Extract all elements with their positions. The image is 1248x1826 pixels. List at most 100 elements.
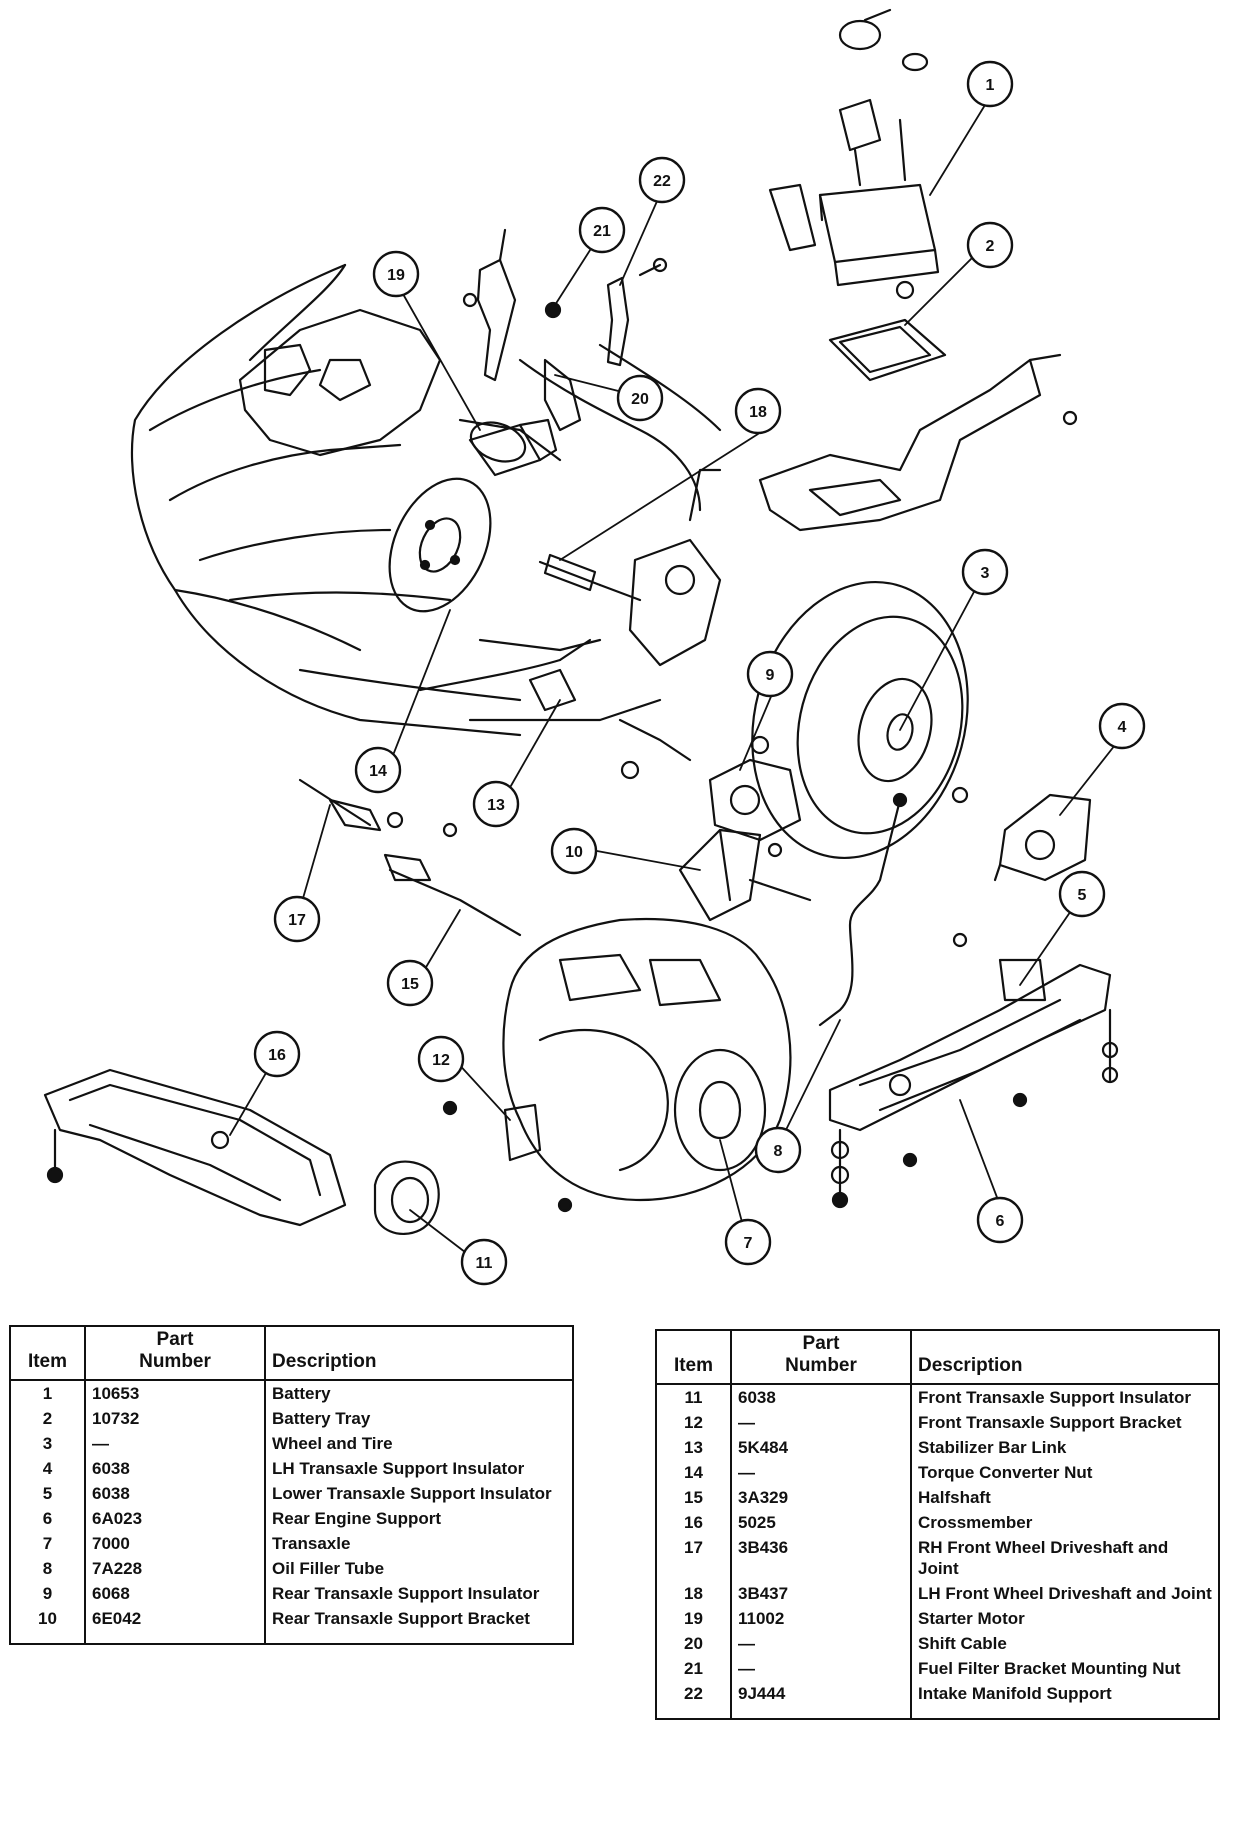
svg-text:16: 16 (268, 1047, 286, 1064)
diagram-svg: 1 2 3 4 5 6 7 8 9 10 11 12 13 14 15 16 1… (43, 8, 1146, 1286)
description-cell: Starter Motor (910, 1606, 1220, 1631)
oil-filler-tube-icon (818, 792, 908, 1027)
description-cell: Torque Converter Nut (910, 1460, 1220, 1485)
description-cell: Lower Transaxle Support Insulator (264, 1481, 574, 1506)
leader-lines (229, 104, 1116, 1263)
part-number-cell: 10732 (84, 1406, 266, 1431)
svg-text:1: 1 (986, 77, 995, 94)
svg-text:17: 17 (288, 912, 306, 929)
part-number-cell: 3B437 (730, 1581, 912, 1606)
callout-3: 3 (961, 548, 1009, 596)
callout-14: 14 (354, 746, 402, 794)
part-number-cell: 6038 (84, 1456, 266, 1481)
callout-9: 9 (746, 650, 794, 698)
battery-icon (768, 8, 940, 287)
item-cell: 4 (9, 1456, 86, 1481)
header-description: Description (264, 1325, 574, 1381)
table-row: 12—Front Transaxle Support Bracket (655, 1410, 1220, 1435)
description-cell: Rear Engine Support (264, 1506, 574, 1531)
callout-10: 10 (550, 827, 598, 875)
callout-1: 1 (966, 60, 1014, 108)
lh-support-insulator-icon (993, 793, 1092, 882)
svg-text:6: 6 (996, 1213, 1005, 1230)
svg-text:20: 20 (631, 391, 649, 408)
table-row: 21—Fuel Filter Bracket Mounting Nut (655, 1656, 1220, 1681)
svg-text:12: 12 (432, 1052, 450, 1069)
table-row: 20—Shift Cable (655, 1631, 1220, 1656)
part-number-cell: — (730, 1656, 912, 1681)
halfshaft-icon (298, 778, 522, 937)
rear-support-bracket-icon (678, 828, 812, 922)
callout-2: 2 (966, 221, 1014, 269)
description-cell: Halfshaft (910, 1485, 1220, 1510)
item-cell: 13 (655, 1435, 732, 1460)
description-cell: Rear Transaxle Support Insulator (264, 1581, 574, 1606)
item-cell: 7 (9, 1531, 86, 1556)
callouts: 1 2 3 4 5 6 7 8 9 10 11 12 13 14 15 16 1… (253, 60, 1146, 1286)
svg-text:9: 9 (766, 667, 775, 684)
part-number-cell: — (730, 1460, 912, 1485)
svg-text:22: 22 (653, 173, 671, 190)
table-row: 14—Torque Converter Nut (655, 1460, 1220, 1485)
item-cell: 12 (655, 1410, 732, 1435)
item-cell: 10 (9, 1606, 86, 1645)
svg-text:2: 2 (986, 238, 995, 255)
item-cell: 18 (655, 1581, 732, 1606)
callout-22: 22 (638, 156, 686, 204)
description-cell: Oil Filler Tube (264, 1556, 574, 1581)
callout-6: 6 (976, 1196, 1024, 1244)
item-cell: 9 (9, 1581, 86, 1606)
svg-text:10: 10 (565, 844, 583, 861)
front-support-insulator-icon (373, 1160, 440, 1235)
part-number-cell: 10653 (84, 1379, 266, 1406)
description-cell: Intake Manifold Support (910, 1681, 1220, 1720)
part-number-cell: 3B436 (730, 1535, 912, 1581)
transaxle-icon (502, 917, 792, 1213)
description-cell: RH Front Wheel Driveshaft and Joint (910, 1535, 1220, 1581)
svg-text:11: 11 (476, 1255, 493, 1272)
item-cell: 8 (9, 1556, 86, 1581)
callout-16: 16 (253, 1030, 301, 1078)
svg-text:19: 19 (387, 267, 405, 284)
part-number-cell: 5025 (730, 1510, 912, 1535)
svg-text:7: 7 (744, 1235, 753, 1252)
item-cell: 6 (9, 1506, 86, 1531)
description-cell: Battery Tray (264, 1406, 574, 1431)
wheel-and-tire-icon (751, 580, 969, 860)
item-cell: 1 (9, 1379, 86, 1406)
svg-text:5: 5 (1078, 887, 1087, 904)
front-support-bracket-icon (442, 1100, 542, 1162)
description-cell: Stabilizer Bar Link (910, 1435, 1220, 1460)
part-number-cell: 11002 (730, 1606, 912, 1631)
item-cell: 14 (655, 1460, 732, 1485)
svg-text:18: 18 (749, 404, 767, 421)
svg-text:13: 13 (487, 797, 505, 814)
part-number-cell: 6038 (84, 1481, 266, 1506)
callout-15: 15 (386, 959, 434, 1007)
description-cell: Rear Transaxle Support Bracket (264, 1606, 574, 1645)
callout-17: 17 (273, 895, 321, 943)
svg-text:14: 14 (369, 763, 387, 780)
item-cell: 17 (655, 1535, 732, 1581)
item-cell: 19 (655, 1606, 732, 1631)
callout-13: 13 (472, 780, 520, 828)
description-cell: Battery (264, 1379, 574, 1406)
svg-text:8: 8 (774, 1143, 783, 1160)
rear-engine-support-icon (828, 932, 1119, 1209)
